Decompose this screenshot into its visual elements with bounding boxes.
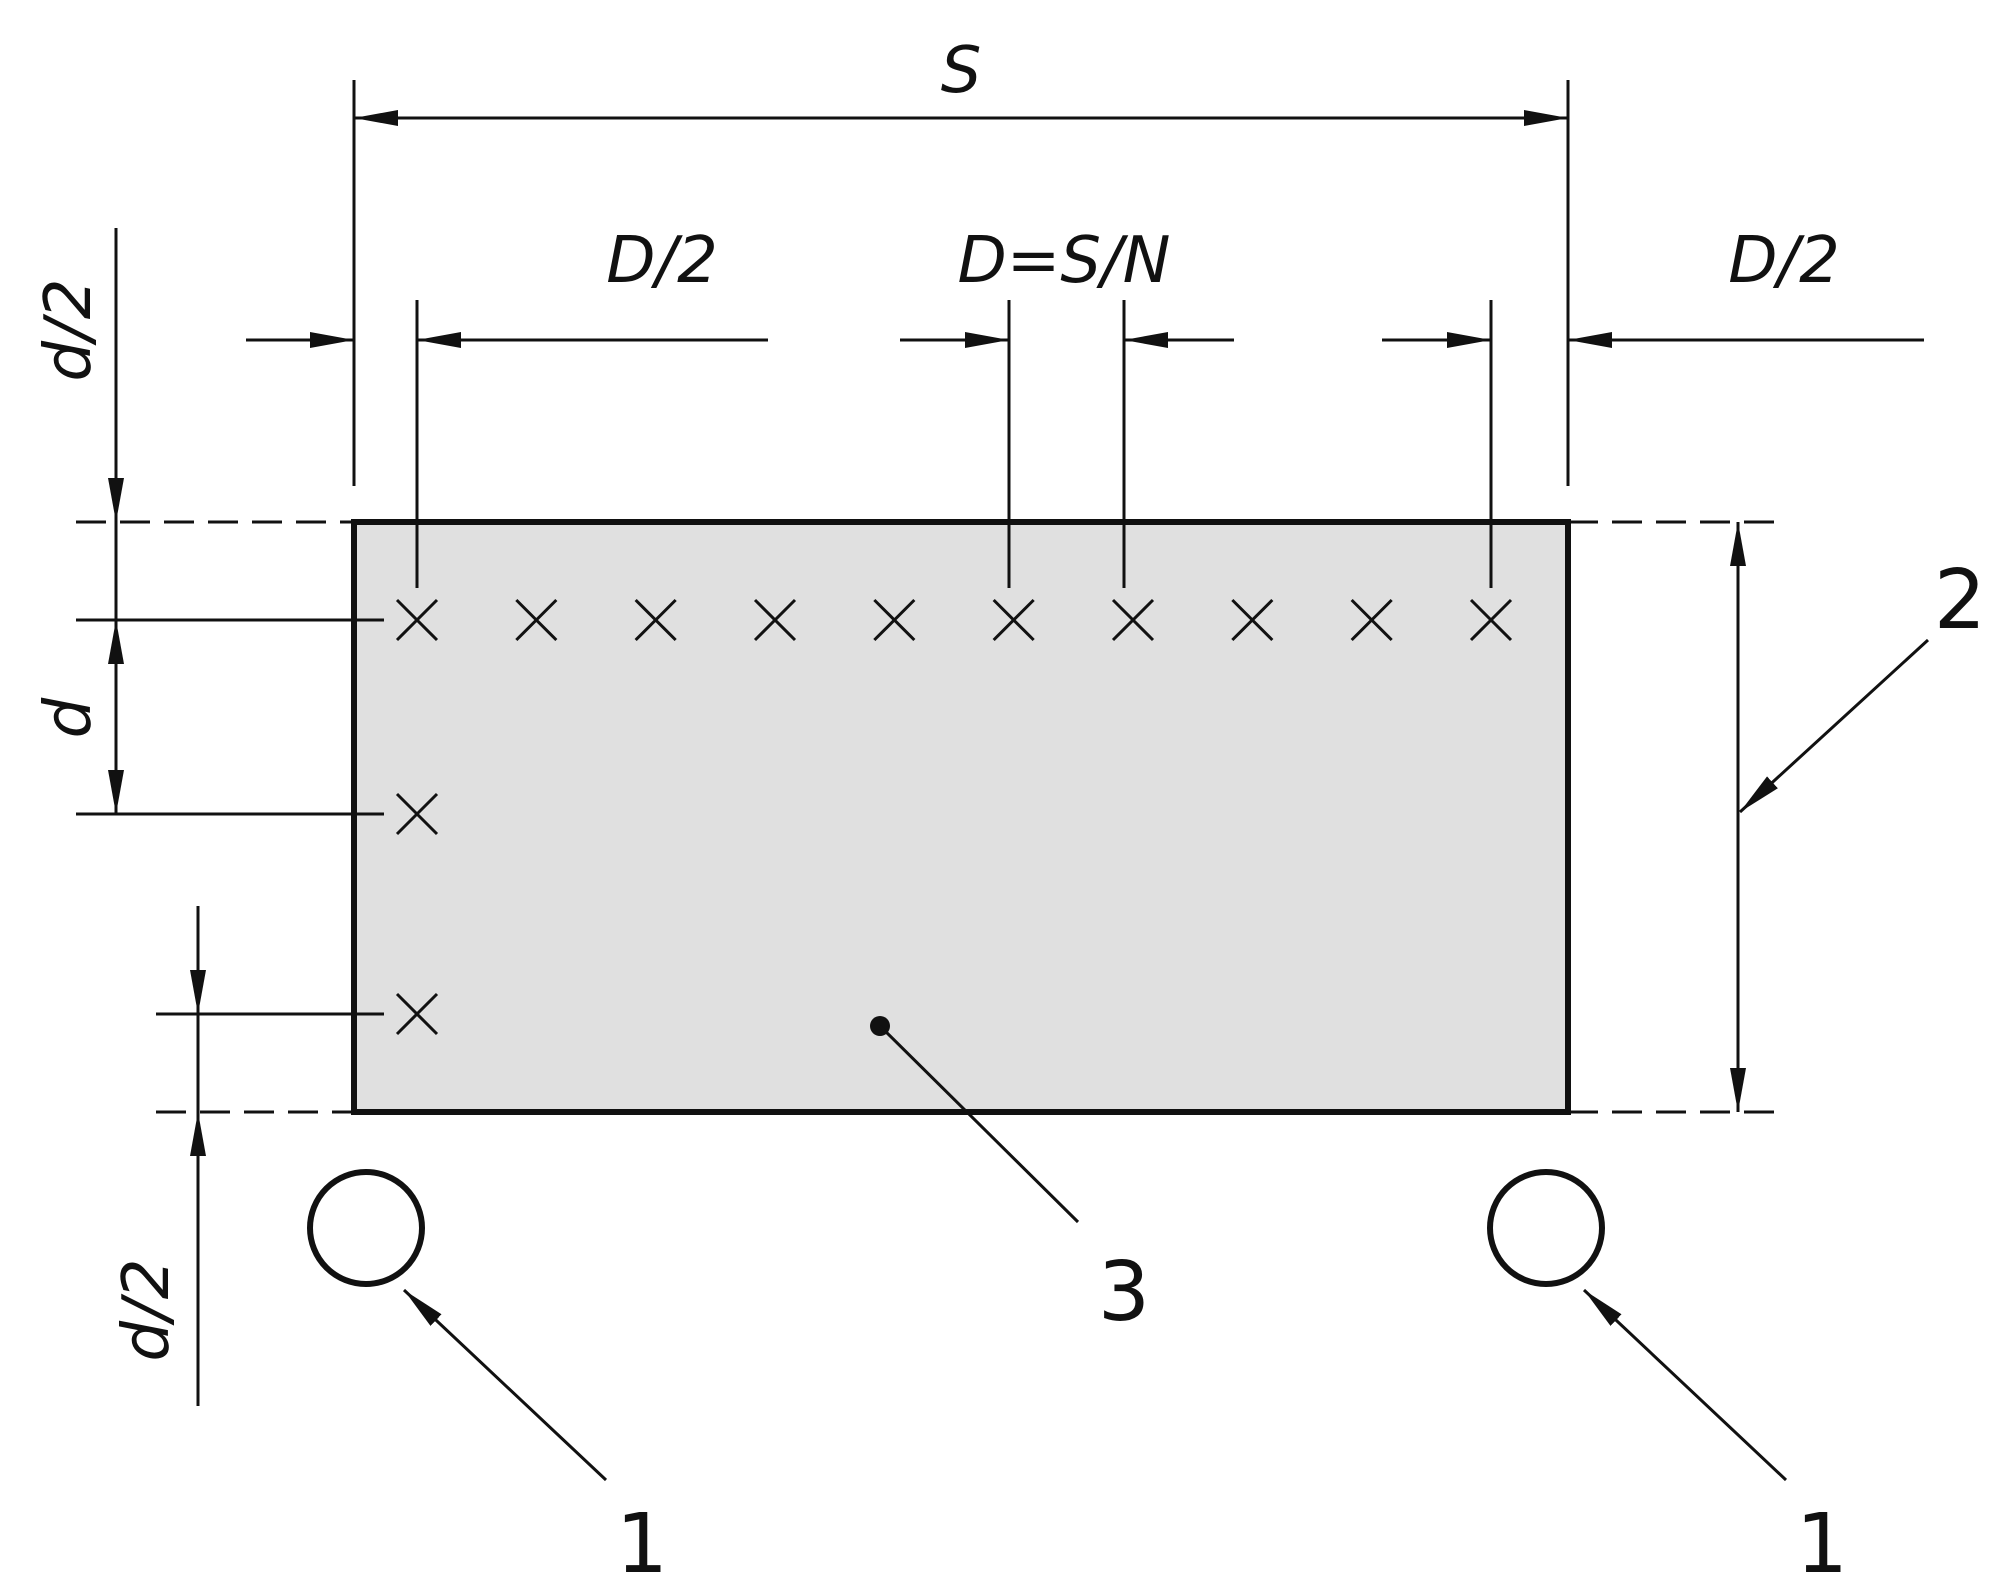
- grid-point: [1231, 598, 1274, 642]
- label-d-half-top: d/2: [32, 279, 106, 382]
- horizontal-reference-lines: [76, 520, 1786, 1114]
- leader-line-2: [1738, 638, 1930, 814]
- leader-line-1-right: [1582, 1288, 1788, 1482]
- leader-line-1-left: [402, 1288, 608, 1482]
- callout-2: 2: [1934, 553, 1986, 648]
- grid-point: [873, 598, 916, 642]
- callout-1-left: 1: [616, 1497, 668, 1592]
- grid-point: [1350, 598, 1393, 642]
- grid-point: [753, 598, 797, 642]
- grid-point: [515, 598, 558, 642]
- callout-3: 3: [1098, 1245, 1150, 1340]
- lamp-right: 1: [1487, 1169, 1848, 1592]
- grid-points-left-column: [395, 792, 439, 1036]
- dimension-D-half-right: D/2: [1382, 224, 1924, 588]
- grid-point: [992, 598, 1035, 642]
- area-callout: 3: [870, 1016, 1150, 1340]
- grid-point: [1111, 598, 1155, 642]
- label-D-half-left: D/2: [606, 224, 718, 298]
- dimension-S: S: [352, 34, 1570, 486]
- grid-point: [395, 992, 439, 1036]
- lamp-left: 1: [307, 1169, 668, 1592]
- label-D-half-right: D/2: [1728, 224, 1840, 298]
- grid-point: [1469, 598, 1513, 642]
- lamp-right-circle: [1487, 1169, 1605, 1287]
- grid-point: [395, 792, 439, 836]
- label-d-half-bottom: d/2: [110, 1259, 184, 1362]
- leader-line-3: [878, 1024, 1080, 1224]
- grid-point: [395, 598, 439, 642]
- dimension-D-half-left: D/2: [246, 224, 768, 588]
- callout-1-right: 1: [1796, 1497, 1848, 1592]
- height-dimension: 2: [1730, 522, 1986, 1112]
- label-S: S: [941, 34, 982, 108]
- dimension-D-spacing: D=S/N: [900, 224, 1234, 588]
- dimension-d-half-bottom: d/2: [110, 906, 206, 1406]
- grid-points-top-row: [395, 598, 1513, 642]
- measured-area: [351, 519, 1571, 1115]
- dimension-d-half-top: d/2: [32, 228, 124, 620]
- dimension-d: d: [32, 620, 125, 814]
- grid-point: [634, 598, 677, 642]
- label-d: d: [32, 697, 106, 738]
- lamp-left-circle: [307, 1169, 425, 1287]
- label-D-spacing: D=S/N: [958, 224, 1171, 298]
